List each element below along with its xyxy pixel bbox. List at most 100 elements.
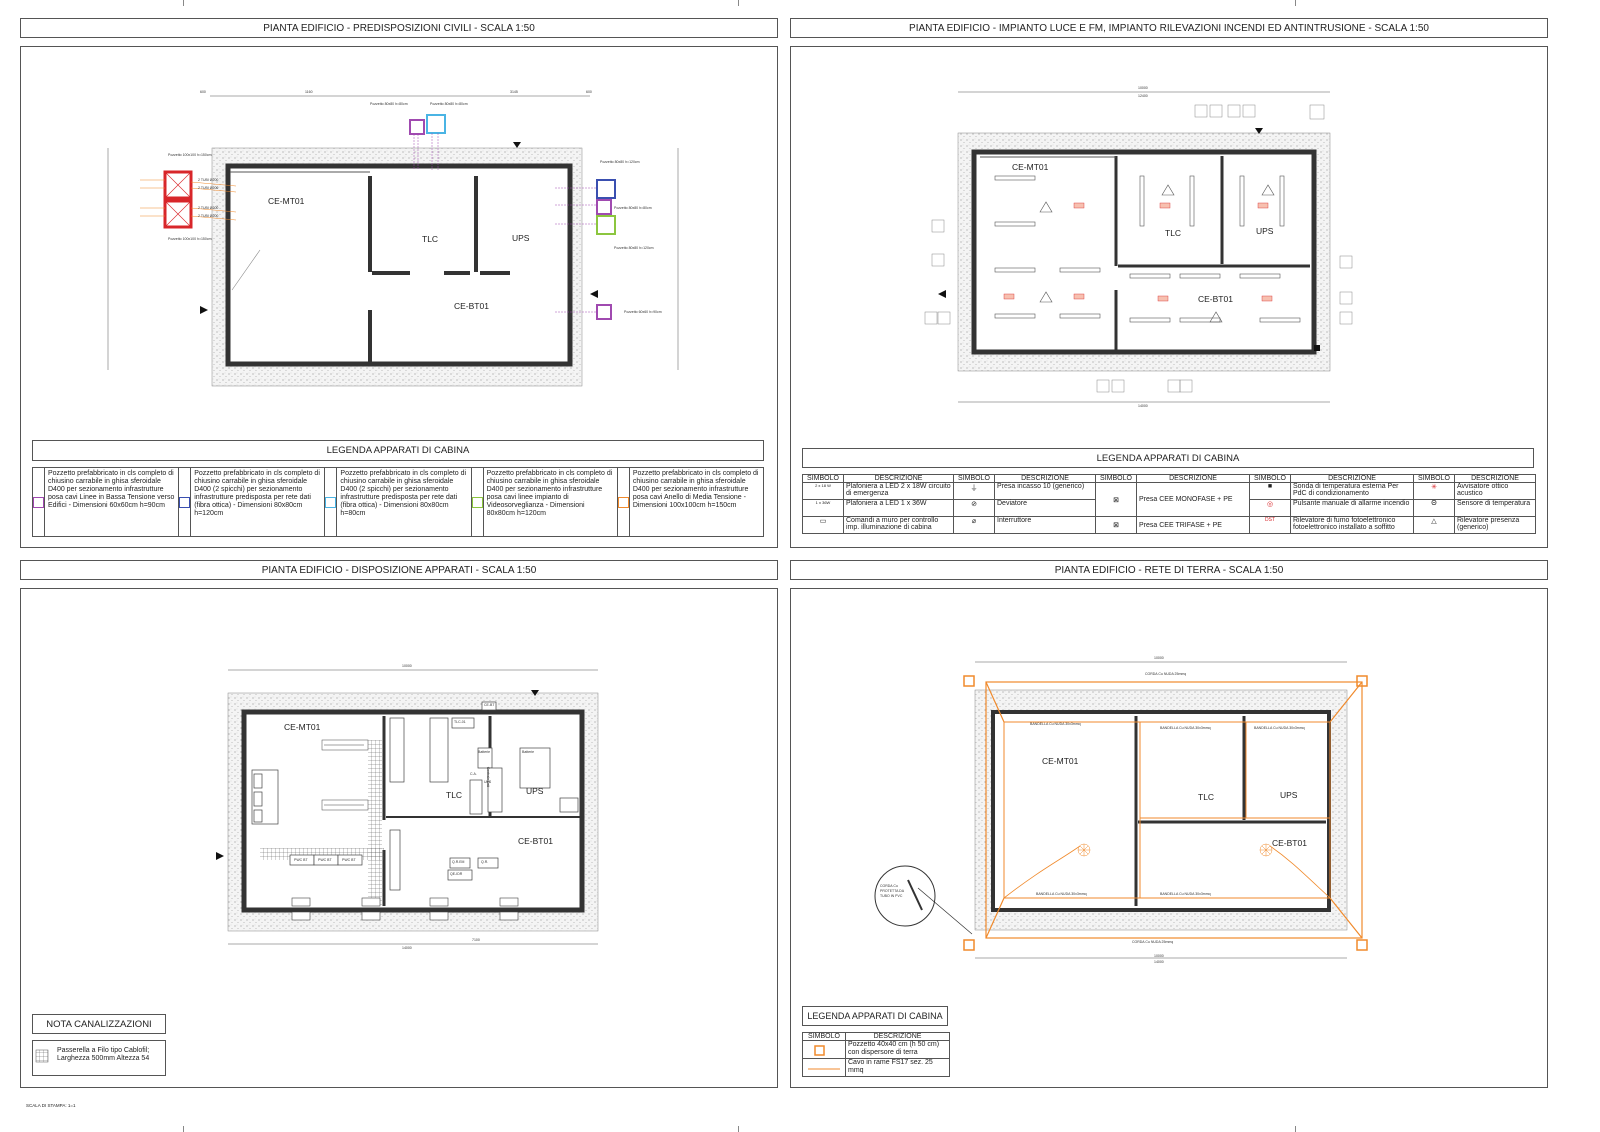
nota-canalizzazioni: Passerella a Filo tipo Cablofil; Larghez… (32, 1040, 166, 1076)
p3-item: C.A. (470, 772, 477, 776)
p4-legend-title: LEGENDA APPARATI DI CABINA (802, 1006, 948, 1026)
trim-mark (183, 0, 184, 6)
p1-pozzetto-label: Pozzetto 80x80 h=80cm (614, 206, 652, 210)
p4-bandella-label: BANDELLA Cu NUDA 30x3mmq (1030, 722, 1081, 726)
panel2-frame (790, 46, 1548, 548)
p4-corda-label: CORDA Cu NUDA 25mmq (1145, 672, 1187, 676)
p3-item: PWC BT (294, 858, 308, 862)
p2-dim: 12400 (1138, 94, 1148, 98)
p1-dim: 3145 (510, 90, 518, 94)
p1-dim: 600 (200, 90, 206, 94)
p2-room-ups: UPS (1256, 226, 1274, 236)
p1-room-tlc: TLC (422, 234, 439, 244)
panel4-frame (790, 588, 1548, 1088)
earth-pit-icon (802, 1040, 846, 1059)
p1-room-cebt: CE-BT01 (454, 301, 489, 311)
panel3-title: PIANTA EDIFICIO - DISPOSIZIONE APPARATI … (20, 560, 778, 580)
p1-legend-item: Pozzetto prefabbricato in cls completo d… (617, 468, 763, 536)
p3-item: PWC BT (318, 858, 332, 862)
p4-room-tlc: TLC (1198, 792, 1215, 802)
p1-room-ups: UPS (512, 233, 530, 243)
nota-canalizzazioni-title: NOTA CANALIZZAZIONI (32, 1014, 166, 1034)
p4-room-cebt: CE-BT01 (1272, 838, 1307, 848)
p2-room-tlc: TLC (1165, 228, 1182, 238)
panel3-frame (20, 588, 778, 1088)
p1-pozzetto-label: Pozzetto 80x80 h=80cm (430, 102, 468, 106)
p1-pozzetto-label: Pozzetto 100x100 h=150cm (168, 237, 212, 241)
pozzetto-green-icon (471, 496, 483, 508)
pozzetto-cyan-icon (325, 496, 337, 508)
pozzetto-orange-icon (617, 496, 629, 508)
p4-room-cemt: CE-MT01 (1042, 756, 1079, 766)
p1-tubi-label: 2 TUBI Ø200 (198, 206, 219, 210)
p1-tubi-label: 2 TUBI Ø200 (198, 178, 219, 182)
panel1-frame (20, 46, 778, 548)
p3-item: Q.R. (481, 860, 489, 864)
p3-dim: 10000 (402, 664, 412, 668)
p3-item: Batterie (522, 750, 535, 754)
p3-room-cebt: CE-BT01 (518, 836, 553, 846)
p3-item: CE-BT (484, 703, 495, 707)
p4-bandella-label: BANDELLA Cu NUDA 30x3mmq (1254, 726, 1305, 730)
p3-item: UPS (484, 780, 492, 784)
pozzetto-purple-icon (33, 496, 44, 508)
p1-pozzetto-label: Pozzetto 60x60 h=90cm (624, 310, 662, 314)
p3-item: TLC-01 (454, 720, 466, 724)
trim-mark (1295, 0, 1296, 6)
trim-mark (738, 0, 739, 6)
p4-bandella-label: BANDELLA Cu NUDA 30x3mmq (1036, 892, 1087, 896)
p4-detail-label: CORDA Cu PROTETTA DA TUBO IN PVC (880, 884, 904, 898)
copper-cable-icon (802, 1058, 846, 1077)
p1-legend-title: LEGENDA APPARATI DI CABINA (32, 440, 764, 461)
p4-corda-label: CORDA Cu NUDA 25mmq (1132, 940, 1174, 944)
p4-room-ups: UPS (1280, 790, 1298, 800)
print-scale: SCALA DI STAMPA: 1=1 (26, 1103, 76, 1108)
p1-room-cemt: CE-MT01 (268, 196, 305, 206)
p4-bandella-label: BANDELLA Cu NUDA 30x3mmq (1160, 726, 1211, 730)
p4-bandella-label: BANDELLA Cu NUDA 30x3mmq (1160, 892, 1211, 896)
p3-dim: 7100 (472, 938, 480, 942)
p3-item: Batterie (478, 750, 491, 754)
trim-mark (738, 1126, 739, 1132)
trim-mark (1295, 1126, 1296, 1132)
p1-dim: 600 (586, 90, 592, 94)
panel1-title: PIANTA EDIFICIO - PREDISPOSIZIONI CIVILI… (20, 18, 778, 38)
p3-room-tlc: TLC (446, 790, 463, 800)
panel2-title: PIANTA EDIFICIO - IMPIANTO LUCE E FM, IM… (790, 18, 1548, 38)
p2-legend-title: LEGENDA APPARATI DI CABINA (802, 448, 1534, 468)
p1-pozzetto-label: Pozzetto 80x80 h=120cm (614, 246, 654, 250)
p1-legend: Pozzetto prefabbricato in cls completo d… (32, 467, 764, 537)
p3-dim: 14000 (402, 946, 412, 950)
p2-dim: 10000 (1138, 86, 1148, 90)
p3-item: QE-IDR (450, 872, 463, 876)
p1-tubi-label: 2 TUBI Ø200 (198, 214, 219, 218)
trim-mark (183, 1126, 184, 1132)
p4-dim: 10000 (1154, 656, 1164, 660)
p3-item: Q.R.EM (452, 860, 465, 864)
p2-room-cemt: CE-MT01 (1012, 162, 1049, 172)
p1-dim: 1160 (305, 90, 313, 94)
cee-three-phase-icon: ⊠ (1095, 516, 1137, 534)
pozzetto-blue-icon (179, 496, 191, 508)
p1-pozzetto-label: Pozzetto 80x80 h=120cm (600, 160, 640, 164)
p3-room-ups: UPS (526, 786, 544, 796)
p1-tubi-label: 2 TUBI Ø200 (198, 186, 219, 190)
p1-pozzetto-label: Pozzetto 100x100 h=150cm (168, 153, 212, 157)
p1-legend-item: Pozzetto prefabbricato in cls completo d… (179, 468, 326, 536)
p4-dim: 10000 (1154, 954, 1164, 958)
p1-legend-item: Pozzetto prefabbricato in cls completo d… (471, 468, 618, 536)
p1-legend-item: Pozzetto prefabbricato in cls completo d… (325, 468, 472, 536)
p2-room-cebt: CE-BT01 (1198, 294, 1233, 304)
p4-dim: 14000 (1154, 960, 1164, 964)
p3-item: PWC BT (342, 858, 356, 862)
p3-room-cemt: CE-MT01 (284, 722, 321, 732)
p1-pozzetto-label: Pozzetto 80x80 h=80cm (370, 102, 408, 106)
p1-legend-item: Pozzetto prefabbricato in cls completo d… (33, 468, 180, 536)
p2-dim: 14000 (1138, 404, 1148, 408)
